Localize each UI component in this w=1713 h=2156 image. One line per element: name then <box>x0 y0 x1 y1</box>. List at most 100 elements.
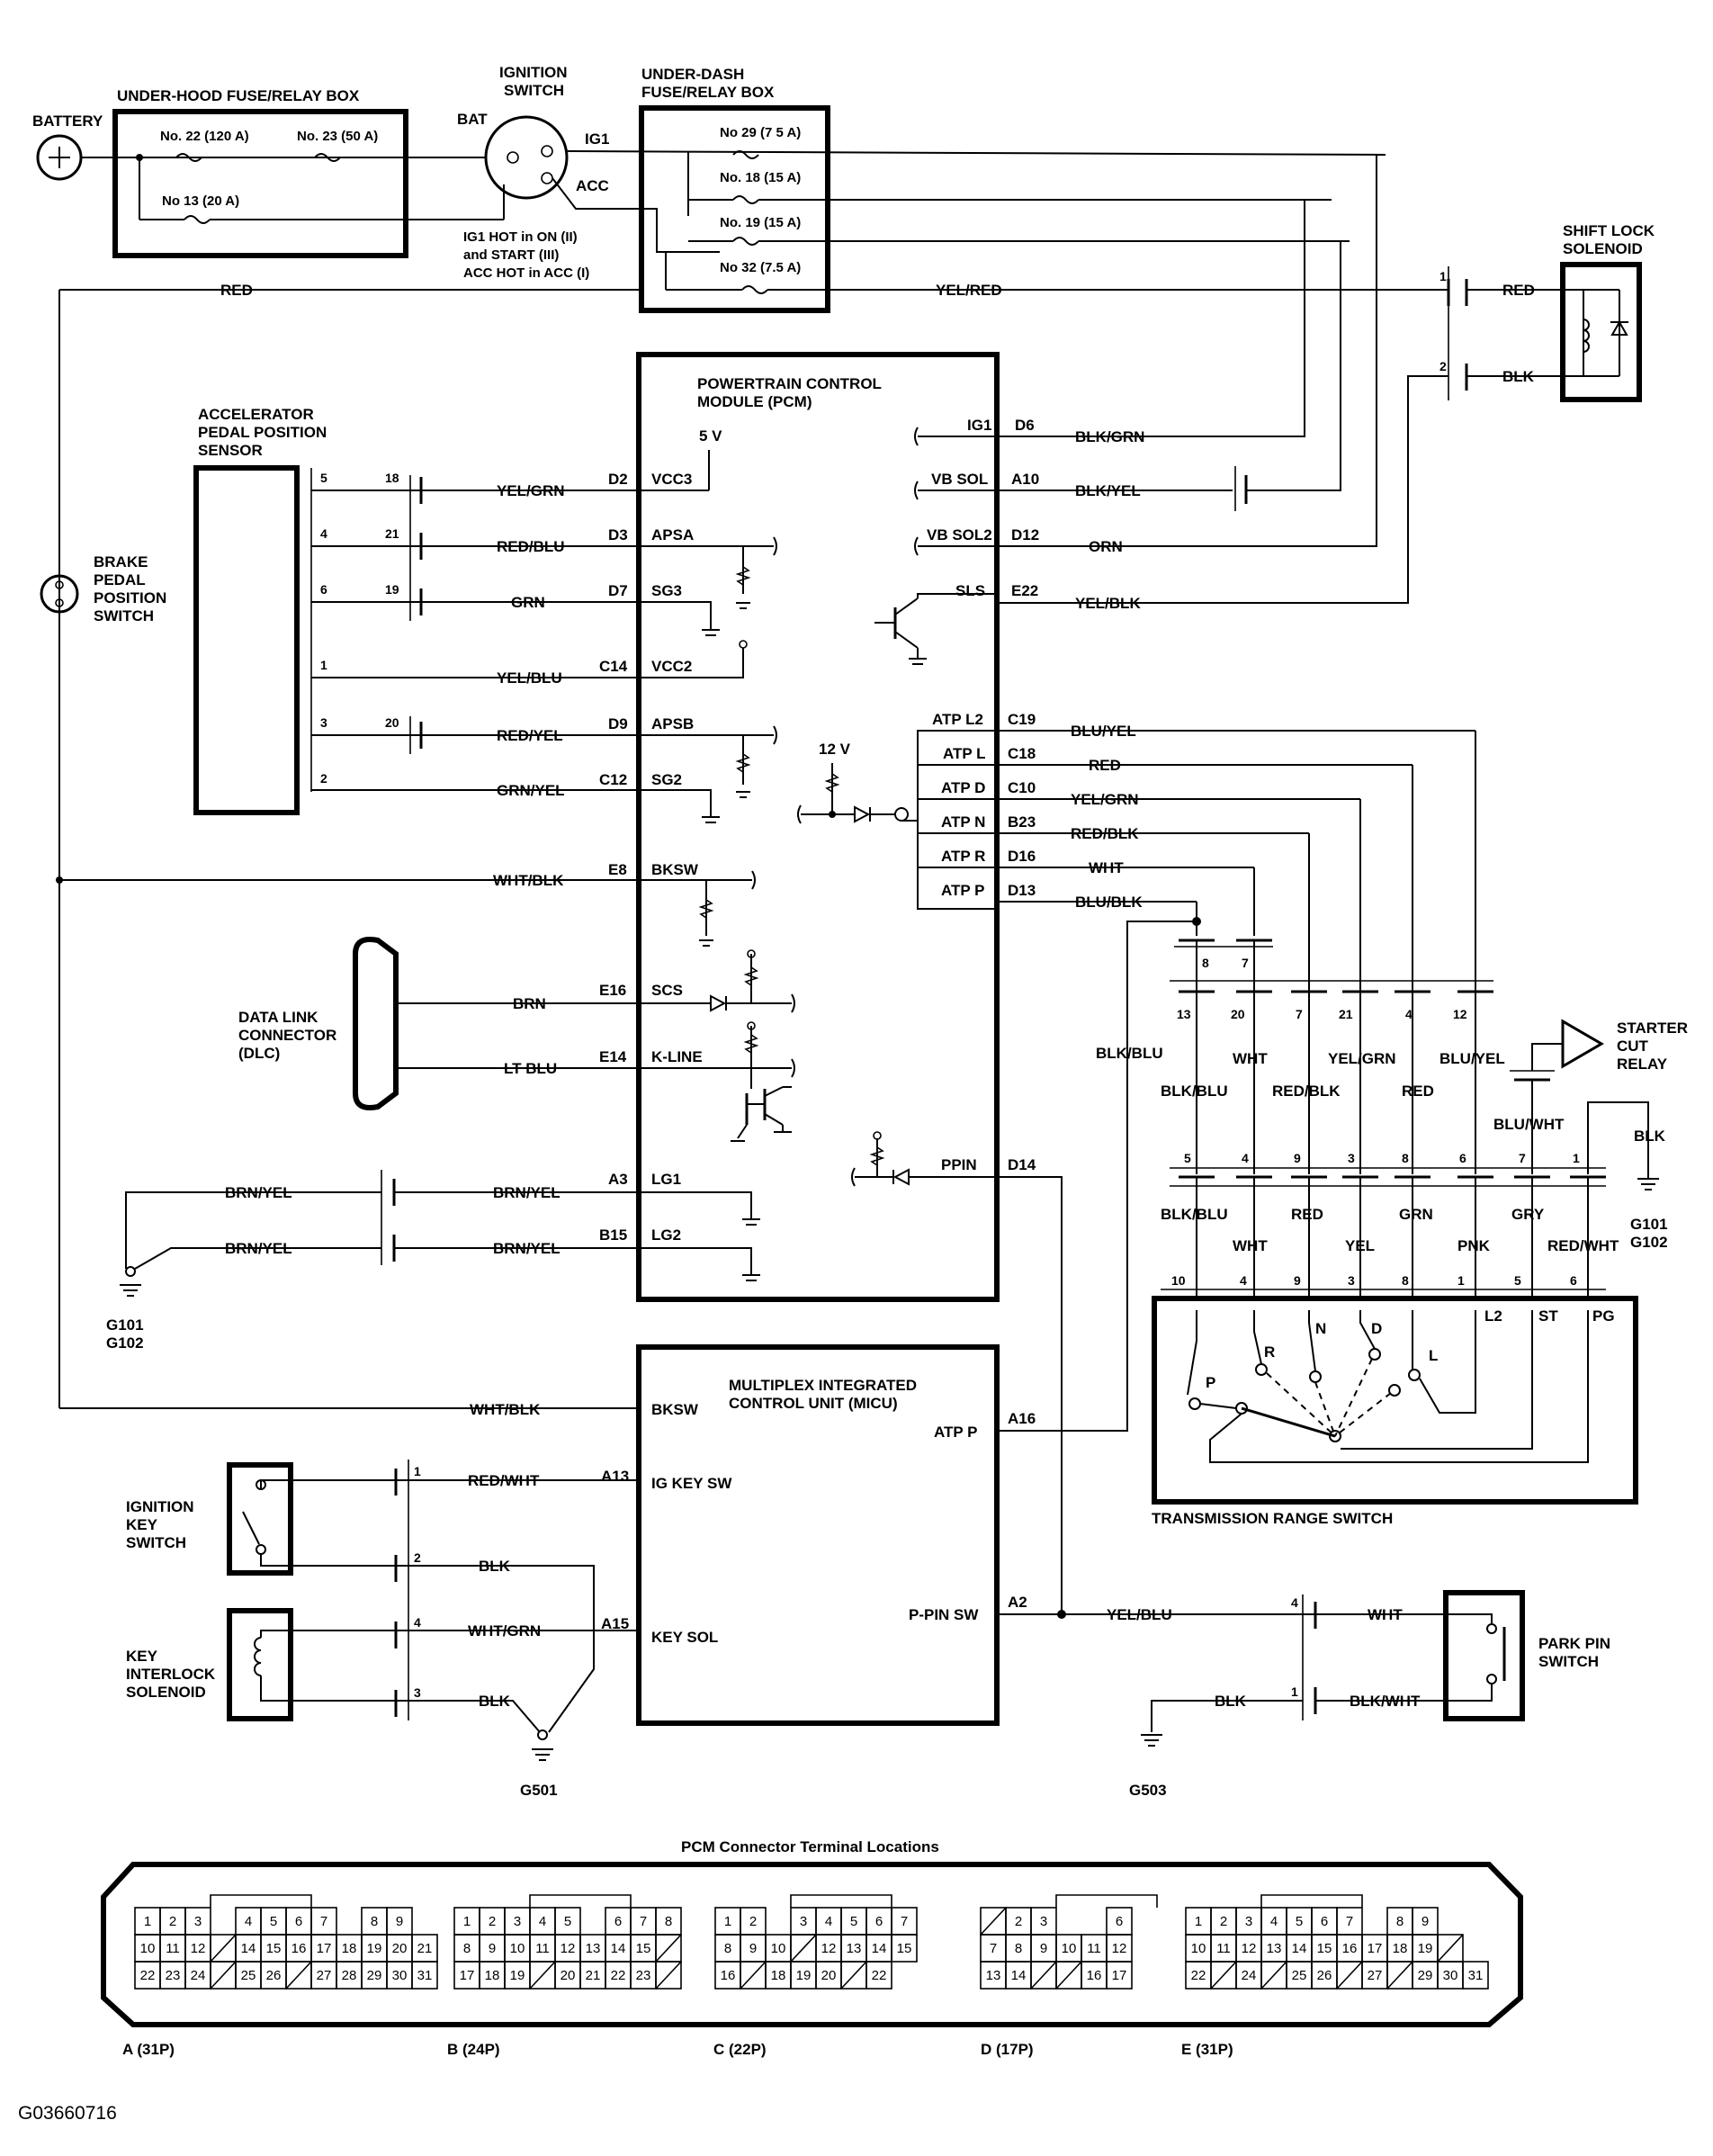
svg-text:E22: E22 <box>1011 582 1038 599</box>
svg-text:RED/BLU: RED/BLU <box>497 538 565 555</box>
transmission-range-switch: TRANSMISSION RANGE SWITCH P R N D L L2 S… <box>1152 1296 1638 1527</box>
svg-text:D9: D9 <box>608 715 628 732</box>
svg-text:E14: E14 <box>599 1048 627 1065</box>
terminal-number: 15 <box>897 1941 912 1956</box>
svg-text:G501: G501 <box>520 1782 558 1799</box>
svg-text:C14: C14 <box>599 658 628 675</box>
svg-text:No. 22 (120 A): No. 22 (120 A) <box>160 129 249 144</box>
svg-text:ACC: ACC <box>576 177 609 194</box>
terminal-number: 11 <box>1087 1941 1101 1956</box>
svg-text:ATP L: ATP L <box>943 745 986 762</box>
terminal-cell <box>411 1961 438 1990</box>
terminal-number: 17 <box>460 1968 475 1983</box>
svg-text:POWERTRAIN CONTROL: POWERTRAIN CONTROL <box>697 375 882 392</box>
terminal-number: 22 <box>1191 1968 1206 1983</box>
svg-text:SOLENOID: SOLENOID <box>126 1684 206 1701</box>
svg-text:1: 1 <box>1291 1684 1298 1699</box>
svg-text:D12: D12 <box>1011 526 1039 543</box>
terminal-number: 3 <box>1245 1914 1252 1929</box>
svg-text:D6: D6 <box>1015 417 1035 434</box>
svg-text:SWITCH: SWITCH <box>126 1534 186 1551</box>
svg-text:2: 2 <box>1439 359 1447 373</box>
connector-key-tab <box>790 1894 892 1908</box>
terminal-number: 6 <box>1116 1914 1123 1929</box>
svg-text:BLK/BLU: BLK/BLU <box>1161 1082 1228 1100</box>
svg-text:SHIFT LOCK: SHIFT LOCK <box>1563 222 1655 239</box>
terminal-number: 20 <box>561 1968 576 1983</box>
svg-text:3: 3 <box>1348 1273 1355 1288</box>
blank-terminal-slash <box>529 1961 556 1990</box>
blank-terminal-slash <box>210 1961 237 1990</box>
blank-terminal-slash <box>1437 1934 1464 1963</box>
svg-text:3: 3 <box>1348 1151 1355 1165</box>
svg-text:No 32 (7.5 A): No 32 (7.5 A) <box>720 260 801 275</box>
svg-text:ATP L2: ATP L2 <box>932 711 983 728</box>
svg-text:BLK: BLK <box>479 1693 511 1710</box>
terminal-number: 2 <box>169 1914 176 1929</box>
terminal-number: 21 <box>417 1941 433 1956</box>
terminal-number: 7 <box>901 1914 908 1929</box>
svg-text:RED/WHT: RED/WHT <box>1547 1237 1619 1254</box>
app-sensor: ACCELERATOR PEDAL POSITION SENSOR 5 4 6 … <box>193 406 639 815</box>
trs-connectors: 8 7 13 20 7 21 4 12 BLK/BLU WHT RED/BLK … <box>1161 939 1688 1296</box>
svg-text:YEL/GRN: YEL/GRN <box>1071 791 1139 808</box>
svg-text:D: D <box>1371 1320 1382 1337</box>
blank-terminal-slash <box>1210 1961 1237 1990</box>
terminal-number: 9 <box>1040 1941 1047 1956</box>
svg-text:PPIN: PPIN <box>941 1156 977 1173</box>
terminal-number: 7 <box>320 1914 327 1929</box>
terminal-number: 19 <box>367 1941 382 1956</box>
terminal-number: 11 <box>166 1941 180 1956</box>
terminal-number: 8 <box>665 1914 672 1929</box>
terminal-number: 5 <box>270 1914 277 1929</box>
terminal-number: 8 <box>1396 1914 1404 1929</box>
terminal-number: 4 <box>1270 1914 1278 1929</box>
svg-text:SWITCH: SWITCH <box>504 82 564 99</box>
svg-text:21: 21 <box>385 526 399 541</box>
terminal-number: 26 <box>266 1968 282 1983</box>
underhood-fuse-box <box>112 109 408 258</box>
svg-text:RED: RED <box>1291 1206 1323 1223</box>
svg-text:B (24P): B (24P) <box>447 2041 500 2058</box>
trs-box <box>1152 1296 1638 1505</box>
terminal-number: 10 <box>140 1941 156 1956</box>
terminal-number: 8 <box>371 1914 378 1929</box>
svg-text:SOLENOID: SOLENOID <box>1563 240 1643 257</box>
svg-text:A13: A13 <box>601 1468 629 1485</box>
svg-text:D16: D16 <box>1008 848 1036 865</box>
terminal-number: 1 <box>724 1914 731 1929</box>
svg-text:RED: RED <box>1502 282 1535 299</box>
svg-text:BLK/YEL: BLK/YEL <box>1075 482 1141 499</box>
connector-title: PCM Connector Terminal Locations <box>681 1838 939 1855</box>
svg-text:BAT: BAT <box>457 111 488 128</box>
terminal-number: 13 <box>847 1941 862 1956</box>
svg-text:PG: PG <box>1592 1307 1615 1325</box>
terminal-number: 22 <box>872 1968 887 1983</box>
svg-text:IG KEY SW: IG KEY SW <box>651 1475 732 1492</box>
terminal-number: 3 <box>800 1914 807 1929</box>
terminal-number: 4 <box>245 1914 252 1929</box>
svg-text:R: R <box>1264 1343 1275 1361</box>
terminal-number: 9 <box>749 1941 757 1956</box>
svg-text:ORN: ORN <box>1089 538 1123 555</box>
terminal-number: 7 <box>1346 1914 1353 1929</box>
terminal-number: 23 <box>166 1968 181 1983</box>
svg-text:20: 20 <box>1231 1007 1245 1021</box>
svg-text:5: 5 <box>1514 1273 1521 1288</box>
svg-text:6: 6 <box>1570 1273 1577 1288</box>
svg-text:VCC3: VCC3 <box>651 471 692 488</box>
svg-text:G102: G102 <box>106 1334 144 1352</box>
svg-text:No 29 (7 5 A): No 29 (7 5 A) <box>720 125 801 140</box>
svg-text:ATP R: ATP R <box>941 848 985 865</box>
svg-text:1: 1 <box>1573 1151 1580 1165</box>
svg-text:3: 3 <box>414 1685 421 1700</box>
svg-text:G101: G101 <box>106 1316 144 1334</box>
terminal-number: 12 <box>1242 1941 1257 1956</box>
micu: MULTIPLEX INTEGRATED CONTROL UNIT (MICU)… <box>601 1344 1287 1726</box>
terminal-number: 3 <box>194 1914 202 1929</box>
svg-text:KEY: KEY <box>126 1516 158 1533</box>
terminal-number: 2 <box>749 1914 757 1929</box>
